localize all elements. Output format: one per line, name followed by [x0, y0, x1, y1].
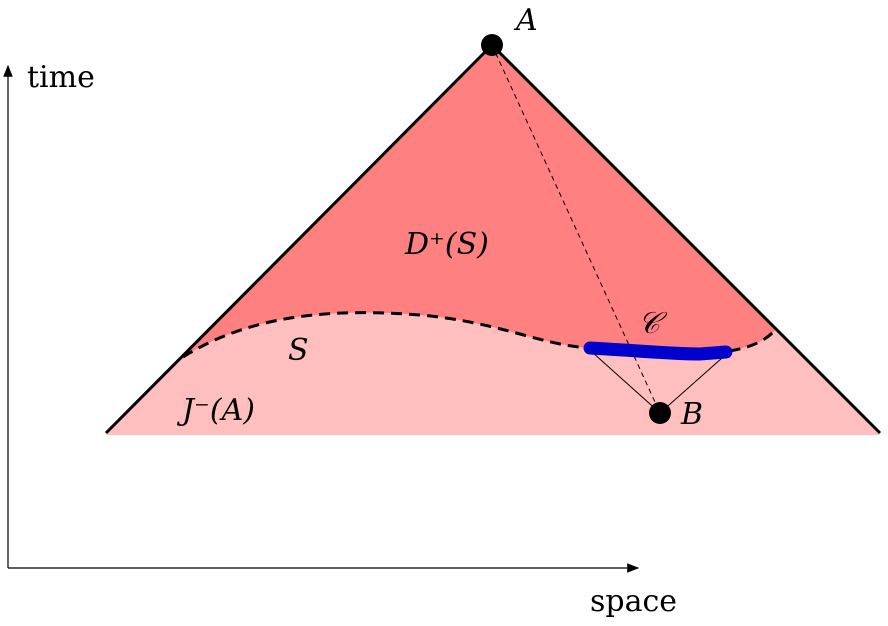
surface-s-curve	[182, 311, 777, 359]
curve-c	[583, 341, 733, 361]
b-cone-right	[659, 357, 723, 414]
b-cone-left	[591, 351, 661, 414]
domain-of-dependence-label: D⁺(S)	[404, 227, 489, 262]
surface-s-label: S	[288, 333, 309, 368]
light-cone-left	[104, 43, 494, 435]
point-b	[649, 402, 671, 424]
point-a	[481, 34, 503, 56]
point-b-label: B	[680, 397, 703, 432]
domain-of-dependence-fill	[183, 45, 775, 357]
time-axis-label: time	[27, 60, 95, 95]
light-cone-right	[490, 43, 882, 435]
space-axis-label: space	[590, 584, 677, 619]
causal-past-label: J⁻(A)	[176, 393, 255, 428]
point-a-label: A	[513, 3, 538, 38]
